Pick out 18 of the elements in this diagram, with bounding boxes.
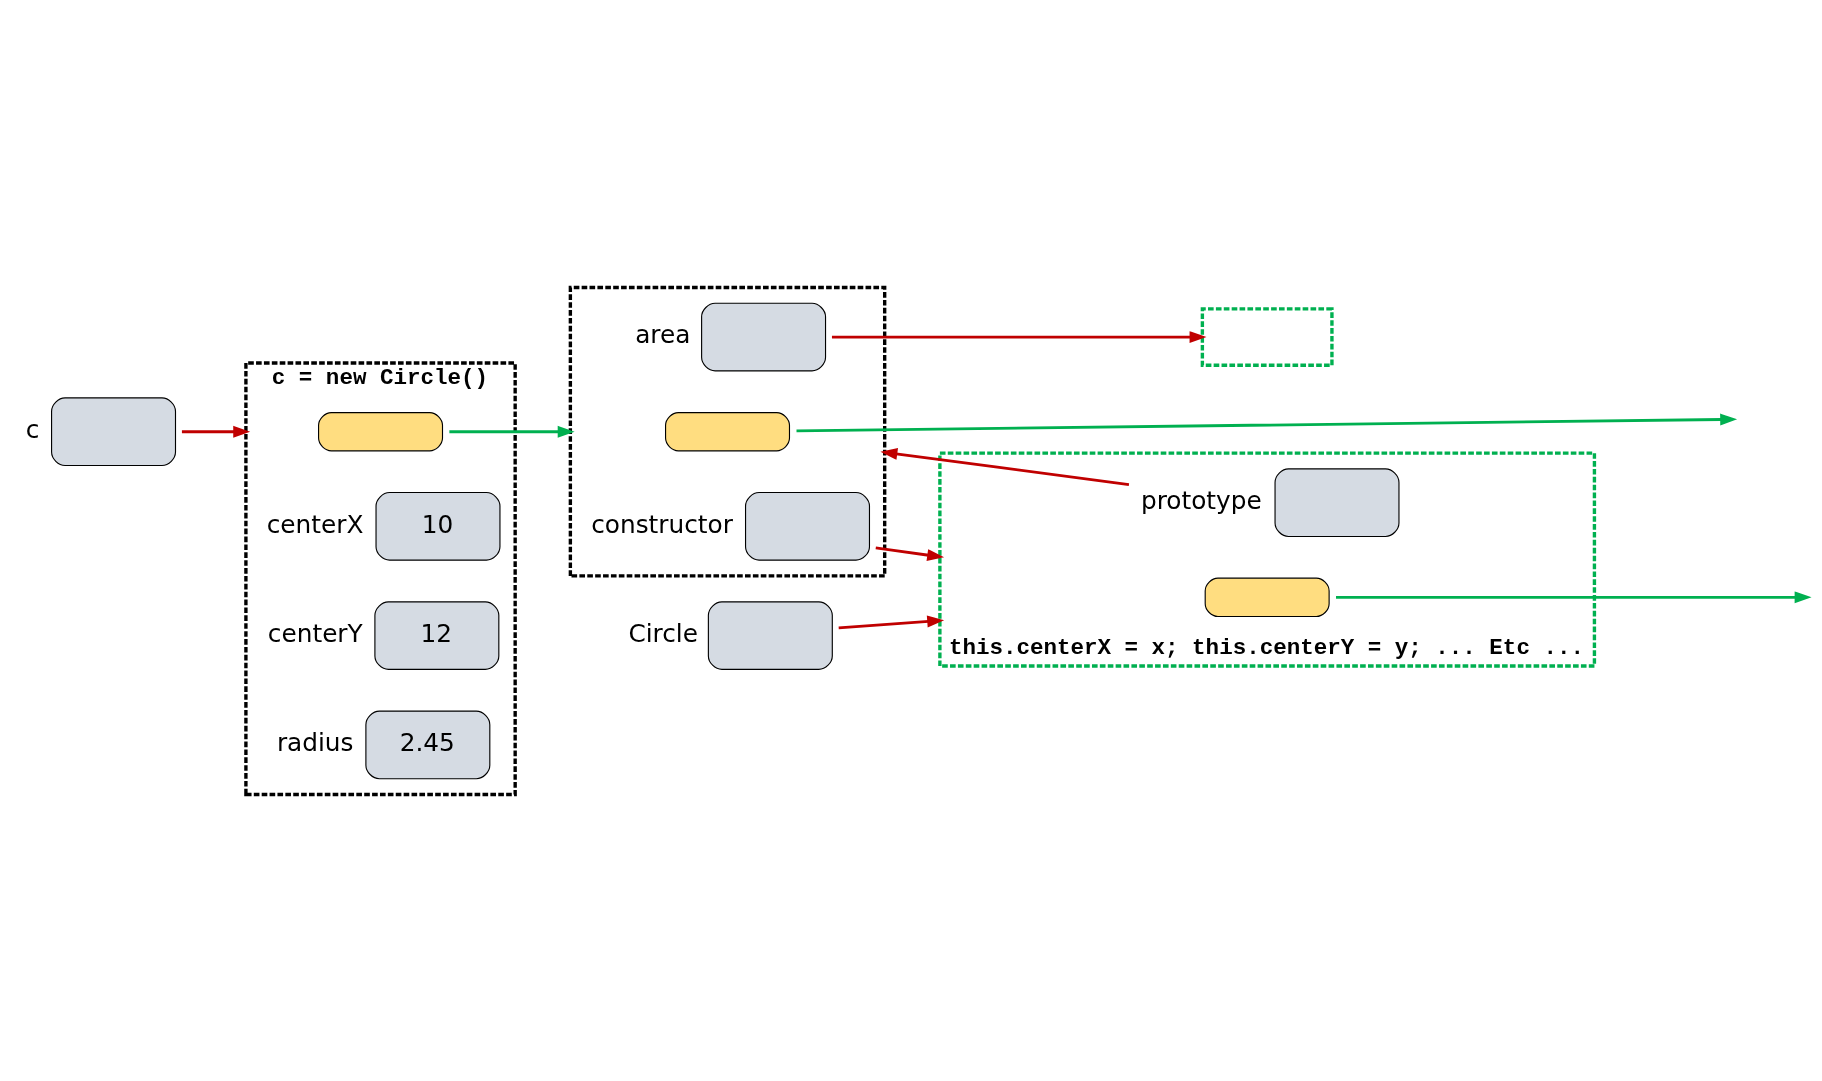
arrow [796,413,1738,432]
cluster [568,285,887,578]
arrow [875,546,945,561]
arrow [181,425,251,438]
node-label: prototype [1140,485,1262,515]
node-label: constructor [591,509,733,539]
node-label: centerY [267,618,363,648]
arrow [449,425,575,438]
node-label: centerX [266,509,364,539]
arrow [1336,590,1812,603]
node-label: c [25,414,40,444]
arrow [880,447,1130,486]
arrow [831,330,1207,343]
node-label: Circle [628,618,698,648]
node-box [1200,306,1334,367]
node-label: area [635,319,691,349]
arrow [838,615,945,629]
node-label: radius [276,727,354,757]
